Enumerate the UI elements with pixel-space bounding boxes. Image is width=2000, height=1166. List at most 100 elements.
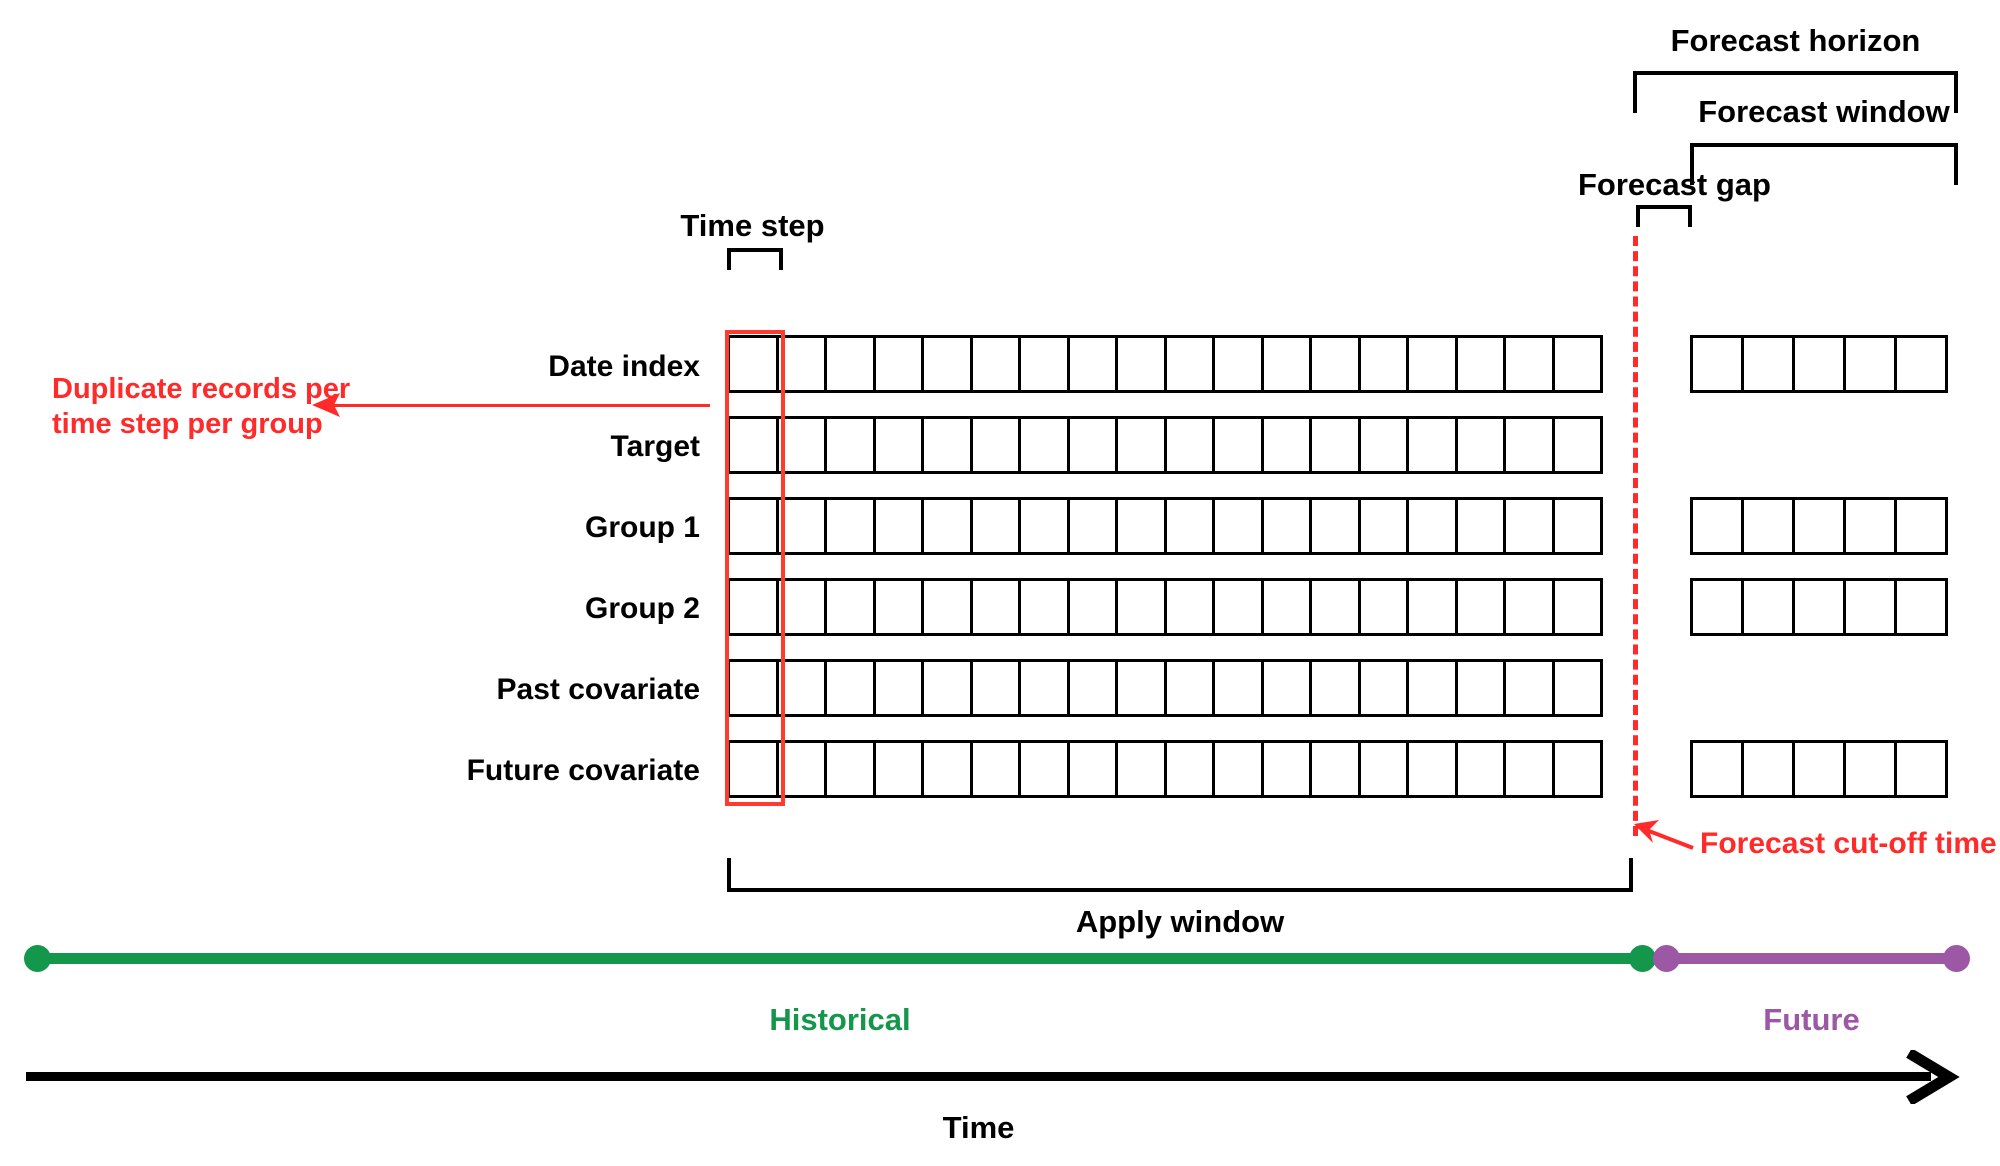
grid-cell [1309, 578, 1361, 636]
grid-cell [872, 416, 924, 474]
grid-cell [1163, 659, 1215, 717]
duplicate-records-arrow-head [312, 393, 340, 417]
historical-timeline-segment [38, 953, 1654, 964]
grid-cell [824, 335, 876, 393]
grid-cell [824, 659, 876, 717]
grid-cell [1792, 335, 1846, 393]
grid-cell [1551, 578, 1603, 636]
time-axis-arrowhead [1906, 1050, 1960, 1104]
grid-cell [1357, 740, 1409, 798]
grid-cell [921, 578, 973, 636]
grid-cell [1503, 740, 1555, 798]
grid-cell [1503, 335, 1555, 393]
grid-cell [1792, 497, 1846, 555]
grid-cell [1212, 335, 1264, 393]
grid-cell [969, 740, 1021, 798]
grid-cell [1212, 578, 1264, 636]
grid-cell [1309, 659, 1361, 717]
grid-cell [1894, 335, 1948, 393]
grid-cell [1894, 578, 1948, 636]
grid-cell [824, 740, 876, 798]
past-cells-row-target [727, 416, 1603, 474]
grid-cell [1406, 497, 1458, 555]
grid-cell [969, 578, 1021, 636]
grid-cell [1741, 740, 1795, 798]
future-timeline-segment [1662, 953, 1957, 964]
grid-cell [1066, 578, 1118, 636]
grid-cell [1454, 578, 1506, 636]
future-cells-row-date-index [1690, 335, 1948, 393]
future-cells-row-group-2 [1690, 578, 1948, 636]
grid-cell [1163, 416, 1215, 474]
grid-cell [969, 659, 1021, 717]
grid-cell [1690, 578, 1744, 636]
grid-cell [1309, 740, 1361, 798]
grid-cell [1406, 578, 1458, 636]
grid-cell [872, 578, 924, 636]
grid-cell [1843, 335, 1897, 393]
grid-cell [1792, 578, 1846, 636]
grid-cell [1454, 659, 1506, 717]
grid-cell [1406, 335, 1458, 393]
grid-cell [1551, 740, 1603, 798]
grid-cell [1163, 578, 1215, 636]
apply-window-label: Apply window [1075, 904, 1285, 939]
grid-cell [1066, 659, 1118, 717]
grid-cell [1163, 497, 1215, 555]
future-start-dot [1653, 945, 1680, 972]
grid-cell [1260, 335, 1312, 393]
grid-cell [1309, 335, 1361, 393]
grid-cell [1741, 497, 1795, 555]
grid-cell [1690, 497, 1744, 555]
historical-end-dot [1629, 945, 1656, 972]
grid-cell [1115, 335, 1167, 393]
grid-cell [1503, 578, 1555, 636]
grid-cell [1260, 497, 1312, 555]
grid-cell [1309, 416, 1361, 474]
grid-cell [1260, 578, 1312, 636]
forecast-window-bracket [1690, 143, 1958, 185]
time-step-label: Time step [680, 208, 825, 243]
grid-cell [1115, 416, 1167, 474]
grid-cell [1454, 740, 1506, 798]
grid-cell [1115, 659, 1167, 717]
time-axis-line [26, 1072, 1931, 1081]
forecast-cutoff-label: Forecast cut-off time [1700, 827, 1997, 860]
grid-cell [1894, 497, 1948, 555]
grid-cell [921, 497, 973, 555]
grid-cell [969, 416, 1021, 474]
grid-cell [1212, 416, 1264, 474]
historical-start-dot [24, 945, 51, 972]
grid-cell [1115, 740, 1167, 798]
grid-cell [1260, 659, 1312, 717]
grid-cell [1018, 335, 1070, 393]
past-cells-row-past-covariate [727, 659, 1603, 717]
duplicate-records-label-line2: time step per group [52, 408, 323, 440]
row-label-group-2: Group 2 [584, 592, 700, 625]
grid-cell [1843, 740, 1897, 798]
grid-cell [1260, 740, 1312, 798]
row-label-future-covariate: Future covariate [466, 754, 700, 787]
grid-cell [1357, 335, 1409, 393]
grid-cell [1163, 335, 1215, 393]
grid-cell [1357, 497, 1409, 555]
grid-cell [1212, 659, 1264, 717]
grid-cell [1018, 497, 1070, 555]
grid-cell [1843, 578, 1897, 636]
time-step-bracket [727, 248, 783, 270]
grid-cell [1357, 578, 1409, 636]
time-step-highlight-box [725, 330, 785, 806]
future-label: Future [1763, 1002, 1860, 1037]
grid-cell [1503, 497, 1555, 555]
future-cells-row-group-1 [1690, 497, 1948, 555]
grid-cell [1690, 740, 1744, 798]
grid-cell [824, 497, 876, 555]
past-cells-row-date-index [727, 335, 1603, 393]
grid-cell [1454, 416, 1506, 474]
forecast-cutoff-line [1633, 236, 1638, 836]
grid-cell [1792, 740, 1846, 798]
grid-cell [921, 416, 973, 474]
grid-cell [921, 335, 973, 393]
future-cells-row-future-covariate [1690, 740, 1948, 798]
